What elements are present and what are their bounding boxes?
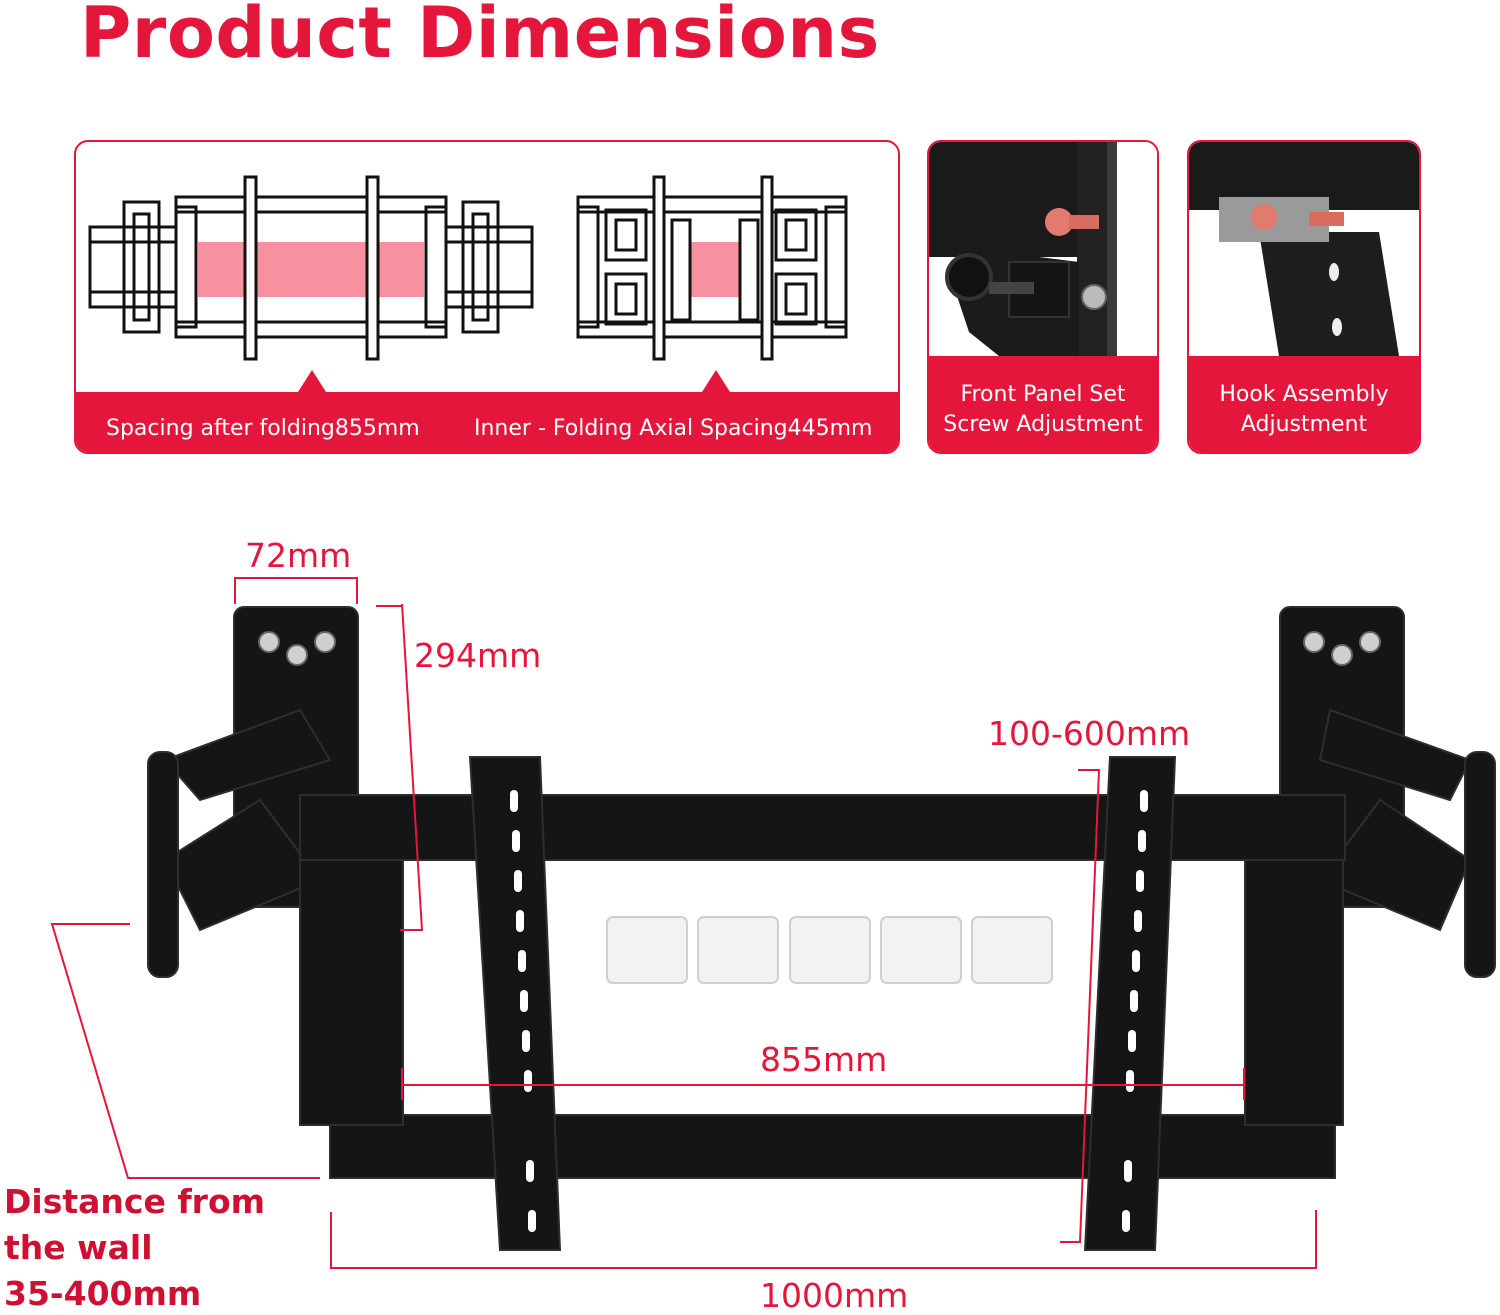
hook-assembly-panel: Hook Assembly Adjustment xyxy=(1187,140,1421,454)
dim-inner-width: 855mm xyxy=(760,1040,888,1079)
hook-caption-1: Hook Assembly xyxy=(1219,382,1389,407)
dim-vesa-range: 100-600mm xyxy=(988,714,1191,753)
highlight-855 xyxy=(198,242,424,297)
hook-caption-2: Adjustment xyxy=(1240,412,1368,437)
highlight-445 xyxy=(690,242,740,297)
dim-plate-height: 294mm xyxy=(414,636,542,675)
wall-outlets xyxy=(606,916,1053,984)
front-panel-caption-band: Front Panel Set Screw Adjustment xyxy=(929,356,1157,452)
bottom-rail xyxy=(329,1114,1336,1179)
front-panel-screw-photo xyxy=(929,142,1157,356)
dim-plate-width: 72mm xyxy=(245,536,352,575)
wall-distance-line-3: 35-400mm xyxy=(4,1274,202,1313)
dim-total-width: 1000mm xyxy=(760,1276,909,1315)
left-column xyxy=(299,859,404,1126)
top-rail xyxy=(299,794,1346,861)
page-title: Product Dimensions xyxy=(80,0,880,74)
tv-mount-illustration xyxy=(50,577,1496,1269)
folding-diagram xyxy=(88,175,848,392)
caption-spacing-after-folding: Spacing after folding855mm xyxy=(106,416,420,441)
hook-assembly-photo xyxy=(1189,142,1419,356)
hook-caption-band: Hook Assembly Adjustment xyxy=(1189,356,1419,452)
front-panel-screw-panel: Front Panel Set Screw Adjustment xyxy=(927,140,1159,454)
wall-distance-line-2: the wall xyxy=(4,1228,153,1267)
right-column xyxy=(1244,859,1344,1126)
wall-distance-line-1: Distance from xyxy=(4,1182,266,1221)
folding-diagram-panel: Spacing after folding855mm Inner - Foldi… xyxy=(74,140,900,454)
caption-inner-folding-spacing: Inner - Folding Axial Spacing445mm xyxy=(474,416,873,441)
folding-caption-band: Spacing after folding855mm Inner - Foldi… xyxy=(76,392,898,452)
front-panel-caption-2: Screw Adjustment xyxy=(943,412,1143,437)
front-panel-caption-1: Front Panel Set xyxy=(960,382,1126,407)
